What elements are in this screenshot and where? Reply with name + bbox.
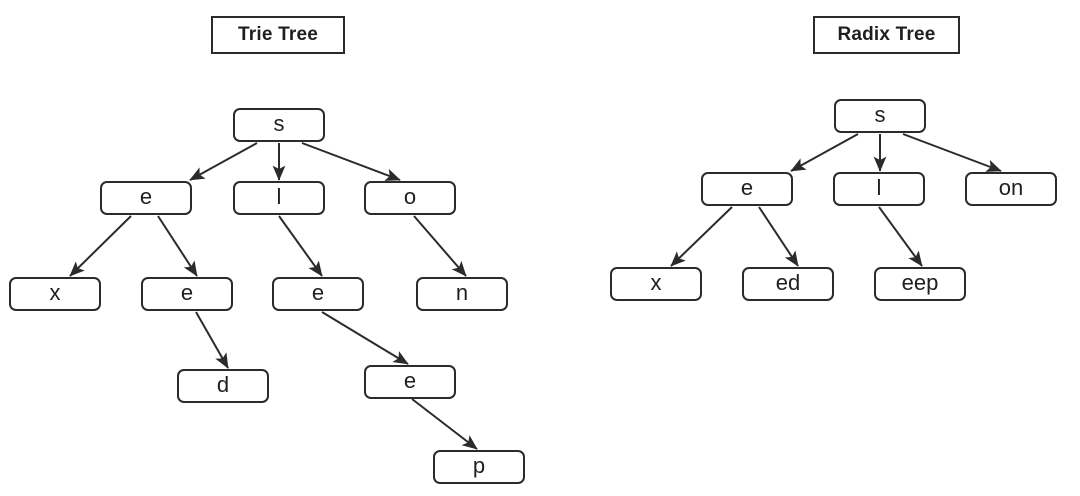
tree-node-r-l[interactable]: l [833,172,925,206]
tree-node-label: x [650,270,662,295]
tree-node-t-e3[interactable]: e [272,277,364,311]
tree-node-label: l [876,175,882,200]
tree-node-t-n[interactable]: n [416,277,508,311]
tree-node-label: on [998,175,1024,200]
edge-r-e-to-r-ed [758,206,799,267]
tree-node-label: e [139,184,153,209]
tree-node-label: d [216,372,230,397]
tree-node-t-d[interactable]: d [177,369,269,403]
tree-node-t-x[interactable]: x [9,277,101,311]
tree-node-t-e4[interactable]: e [364,365,456,399]
edge-t-e1-to-t-e2 [157,215,198,277]
tree-node-label: p [472,453,486,478]
panel-title-radix: Radix Tree [813,16,960,54]
tree-node-t-l[interactable]: l [233,181,325,215]
tree-node-label: e [180,280,194,305]
tree-node-t-s[interactable]: s [233,108,325,142]
tree-node-label: eep [901,270,939,295]
edge-t-s-to-t-o [301,142,401,181]
edge-t-e1-to-t-x [69,215,132,277]
tree-node-label: n [455,280,469,305]
tree-node-r-on[interactable]: on [965,172,1057,206]
tree-node-r-ed[interactable]: ed [742,267,834,301]
edge-r-s-to-r-on [902,133,1002,172]
edge-r-e-to-r-x [670,206,733,267]
edge-r-l-to-r-eep [878,206,923,267]
tree-node-label: s [874,102,886,127]
tree-node-label: e [403,368,417,393]
edge-t-o-to-t-n [413,215,467,277]
tree-node-r-eep[interactable]: eep [874,267,966,301]
tree-node-label: l [276,184,282,209]
edge-t-e4-to-t-p [411,398,478,450]
panel-title-trie: Trie Tree [211,16,345,54]
tree-node-label: x [49,280,61,305]
tree-node-r-e[interactable]: e [701,172,793,206]
tree-node-t-e1[interactable]: e [100,181,192,215]
edge-t-e3-to-t-e4 [321,311,409,365]
edge-t-e2-to-t-d [195,311,229,369]
edge-r-s-to-r-e [790,133,859,172]
tree-node-r-s[interactable]: s [834,99,926,133]
tree-node-label: e [311,280,325,305]
tree-node-t-o[interactable]: o [364,181,456,215]
tree-node-r-x[interactable]: x [610,267,702,301]
tree-node-label: ed [775,270,801,295]
tree-node-t-e2[interactable]: e [141,277,233,311]
tree-node-label: s [273,111,285,136]
tree-node-label: e [740,175,754,200]
tree-node-label: o [403,184,417,209]
edge-t-l-to-t-e3 [278,215,323,277]
edge-t-s-to-t-e1 [189,142,258,181]
tree-node-t-p[interactable]: p [433,450,525,484]
